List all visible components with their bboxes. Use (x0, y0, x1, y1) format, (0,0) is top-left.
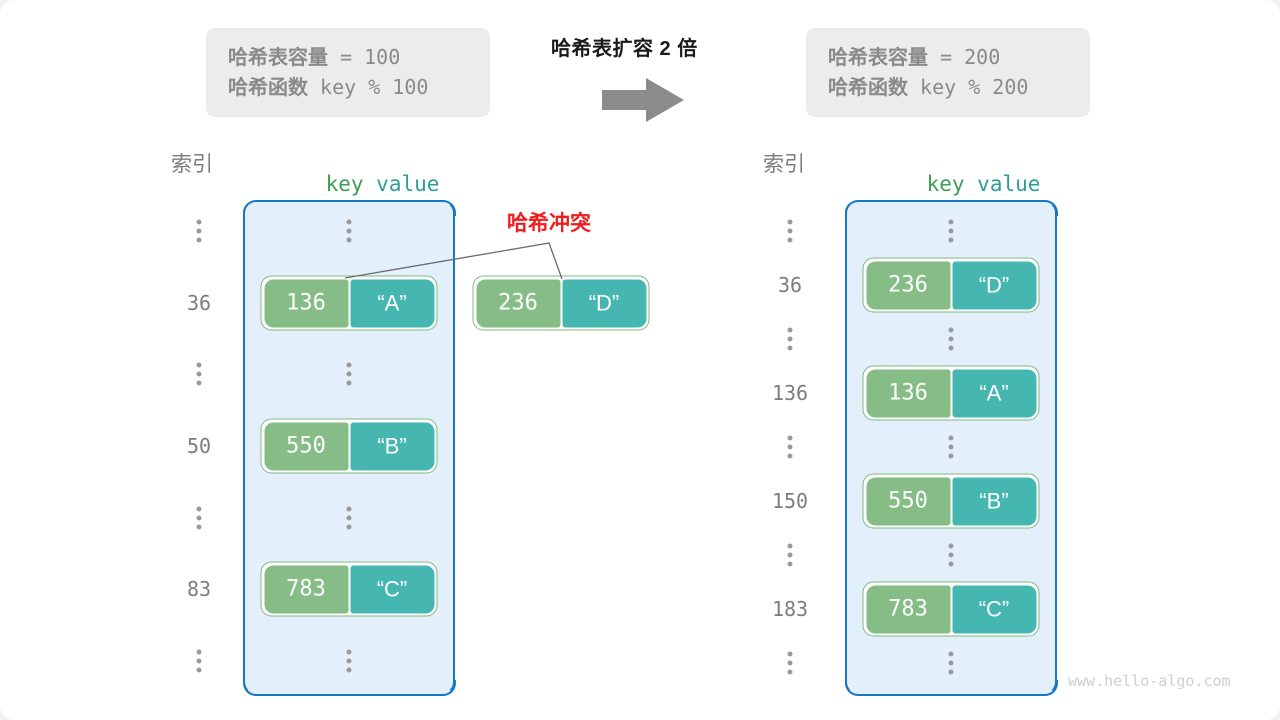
after-entry-7: 783 “C” (862, 581, 1040, 637)
watermark: www.hello-algo.com (1068, 672, 1231, 690)
after-capacity-value: = 200 (928, 45, 1001, 69)
after-slot-dots-4 (948, 435, 954, 459)
before-index-5: 83 (186, 577, 212, 601)
collision-entry-key: 236 (476, 279, 560, 327)
before-entry-5-key: 783 (264, 565, 348, 613)
before-index-dots-4 (196, 506, 202, 530)
before-slot-dots-4 (346, 506, 352, 530)
before-index-header: 索引 (171, 153, 213, 176)
after-capacity-label: 哈希表容量 (828, 45, 928, 69)
after-slot-dots-2 (948, 327, 954, 351)
after-bucket-bottom-cap (844, 679, 1058, 696)
after-entry-1: 236 “D” (862, 257, 1040, 313)
after-entry-7-key: 783 (866, 585, 950, 633)
before-value-header: value (376, 172, 440, 196)
before-index-dots-6 (196, 649, 202, 673)
before-bucket-top-cap (242, 199, 456, 216)
before-function-line: 哈希函数 key % 100 (228, 72, 468, 102)
after-function-label: 哈希函数 (828, 75, 908, 99)
after-kv-header: key value (876, 148, 1041, 220)
before-capacity-line: 哈希表容量 = 100 (228, 42, 468, 72)
before-entry-1-key: 136 (264, 279, 348, 327)
before-entry-3-value: “B” (350, 422, 434, 470)
collision-label: 哈希冲突 (507, 212, 591, 235)
after-index-dots-8 (787, 651, 793, 675)
after-index-dots-6 (787, 543, 793, 567)
after-index-7: 183 (771, 597, 809, 621)
after-function-value: key % 200 (908, 75, 1029, 99)
before-entry-3-key: 550 (264, 422, 348, 470)
right-arrow-icon (602, 78, 684, 122)
transition-caption: 哈希表扩容 2 倍 (551, 38, 698, 60)
after-index-5: 150 (771, 489, 809, 513)
before-index-dots-2 (196, 362, 202, 386)
before-function-value: key % 100 (308, 75, 429, 99)
after-function-line: 哈希函数 key % 200 (828, 72, 1068, 102)
before-index-3: 50 (186, 434, 212, 458)
before-slot-dots-2 (346, 362, 352, 386)
before-bucket-bottom-cap (242, 679, 456, 696)
after-info-card: 哈希表容量 = 200 哈希函数 key % 200 (806, 28, 1090, 117)
after-value-header: value (977, 172, 1041, 196)
collision-entry-value: “D” (562, 279, 646, 327)
after-index-dots-2 (787, 327, 793, 351)
before-entry-5-value: “C” (350, 565, 434, 613)
after-entry-7-value: “C” (952, 585, 1036, 633)
before-index-dots-0 (196, 219, 202, 243)
after-entry-1-value: “D” (952, 261, 1036, 309)
after-index-1: 36 (777, 273, 803, 297)
after-entry-5: 550 “B” (862, 473, 1040, 529)
after-index-dots-0 (787, 219, 793, 243)
after-index-header: 索引 (763, 153, 805, 176)
before-function-label: 哈希函数 (228, 75, 308, 99)
before-index-1: 36 (186, 291, 212, 315)
before-capacity-label: 哈希表容量 (228, 45, 328, 69)
before-slot-dots-6 (346, 649, 352, 673)
after-entry-3: 136 “A” (862, 365, 1040, 421)
before-kv-header: key value (275, 148, 440, 220)
before-info-card: 哈希表容量 = 100 哈希函数 key % 100 (206, 28, 490, 117)
after-index-3: 136 (771, 381, 809, 405)
after-key-header: key (926, 172, 965, 196)
after-entry-5-key: 550 (866, 477, 950, 525)
collision-floating-entry: 236 “D” (472, 275, 650, 331)
after-slot-dots-6 (948, 543, 954, 567)
before-slot-dots-0 (346, 219, 352, 243)
before-entry-1: 136 “A” (260, 275, 438, 331)
after-capacity-line: 哈希表容量 = 200 (828, 42, 1068, 72)
before-capacity-value: = 100 (328, 45, 401, 69)
before-entry-1-value: “A” (350, 279, 434, 327)
before-entry-5: 783 “C” (260, 561, 438, 617)
after-slot-dots-8 (948, 651, 954, 675)
after-entry-5-value: “B” (952, 477, 1036, 525)
before-key-header: key (325, 172, 364, 196)
after-index-dots-4 (787, 435, 793, 459)
after-entry-3-value: “A” (952, 369, 1036, 417)
before-entry-3: 550 “B” (260, 418, 438, 474)
after-entry-1-key: 236 (866, 261, 950, 309)
after-bucket-top-cap (844, 199, 1058, 216)
after-slot-dots-0 (948, 219, 954, 243)
after-entry-3-key: 136 (866, 369, 950, 417)
